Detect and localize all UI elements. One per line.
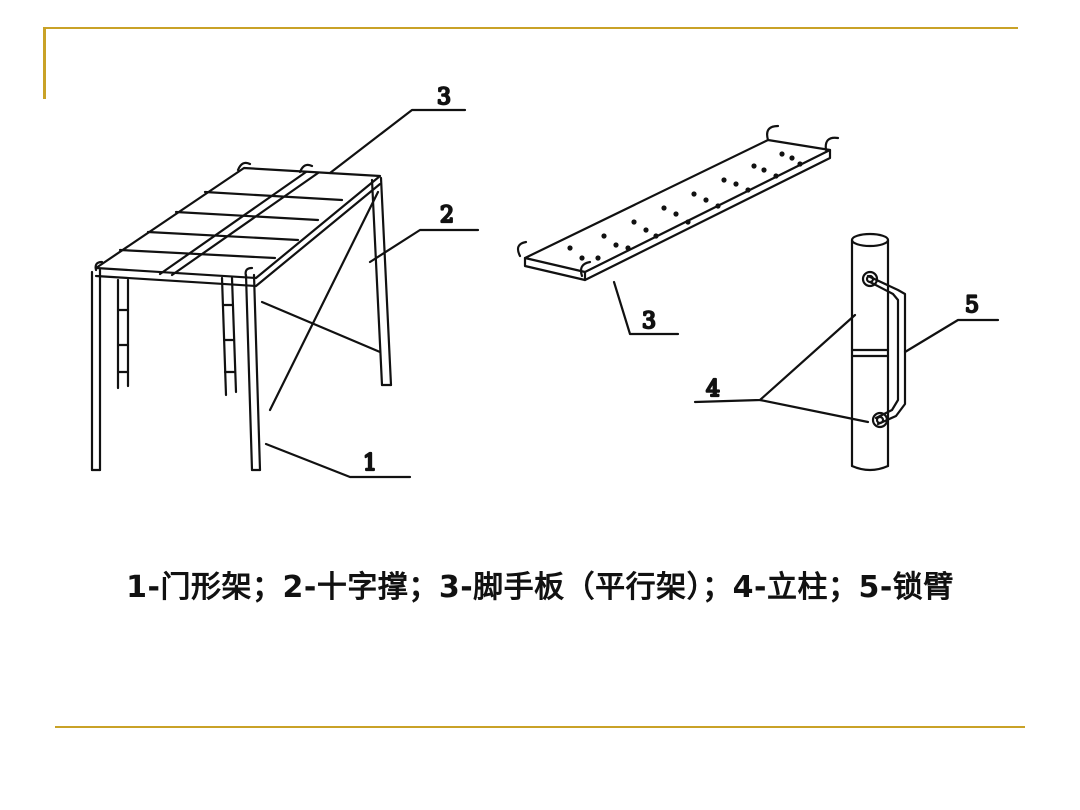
label-arm-5: 5	[965, 293, 979, 318]
label-frame-1: 1	[363, 451, 377, 476]
bottom-horizontal-rule	[55, 726, 1025, 728]
figure-caption: 1-门形架；2-十字撑；3-脚手板（平行架）；4-立柱；5-锁臂	[126, 570, 954, 605]
label-column-4: 4	[706, 377, 720, 402]
scaffold-diagram: 3 2 1 3 4 5	[90, 84, 1000, 479]
scaffold-board	[516, 124, 840, 336]
column-with-lock-arm	[693, 232, 1000, 472]
label-board-3: 3	[642, 309, 656, 334]
top-horizontal-rule	[43, 27, 1018, 29]
board-holes	[567, 151, 803, 261]
label-frame-3: 3	[437, 85, 451, 110]
top-left-vertical-rule	[43, 27, 46, 99]
label-frame-2: 2	[440, 203, 454, 228]
door-frame-scaffold	[90, 108, 480, 479]
